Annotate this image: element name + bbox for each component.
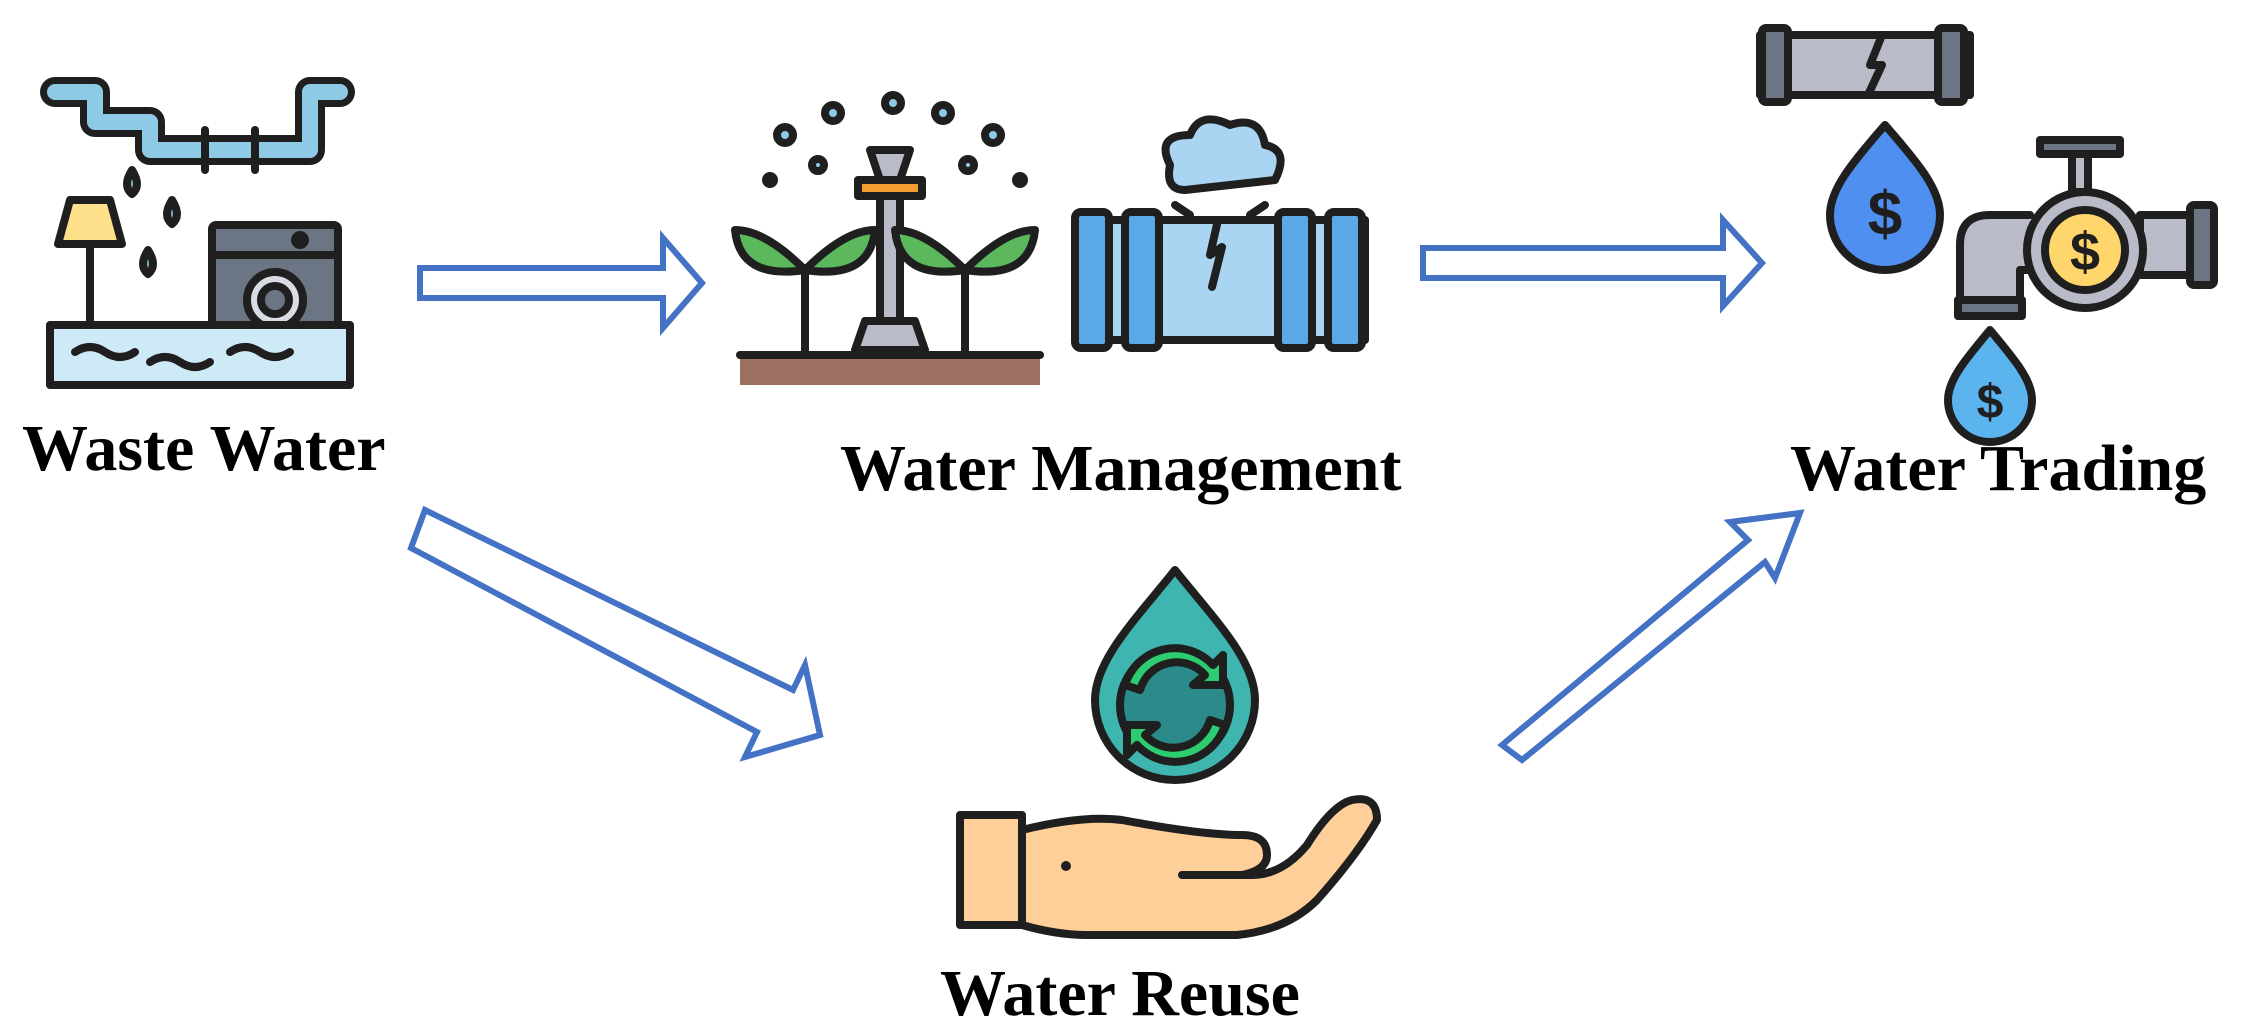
drop-dollar-icon: $: [1977, 376, 2004, 429]
recycle-arrow-icon: [1123, 716, 1229, 766]
spray-droplets-icon: [762, 91, 1028, 188]
water-reuse-label: Water Reuse: [940, 957, 1300, 1030]
water-trading-label: Water Trading: [1790, 432, 2206, 505]
recycle-arrow-icon: [1121, 644, 1227, 694]
arrow-reuse-to-trading: [1497, 509, 1805, 764]
arrow-waste-to-management: [417, 229, 706, 337]
coin-dollar-icon: $: [2070, 222, 2100, 282]
water-management-icon: [731, 91, 1369, 385]
arrow-waste-to-reuse: [407, 505, 824, 762]
water-reuse-icon: [956, 566, 1381, 939]
waste-water-label: Waste Water: [22, 412, 386, 485]
flow-arrows: [407, 212, 1805, 764]
water-management-label: Water Management: [840, 432, 1402, 505]
waste-water-icon: [40, 77, 355, 389]
dollar-sign-icon: $: [1868, 180, 1902, 249]
water-trading-icon: $ $ $: [1756, 24, 2218, 446]
arrow-management-to-trading: [1420, 212, 1767, 314]
